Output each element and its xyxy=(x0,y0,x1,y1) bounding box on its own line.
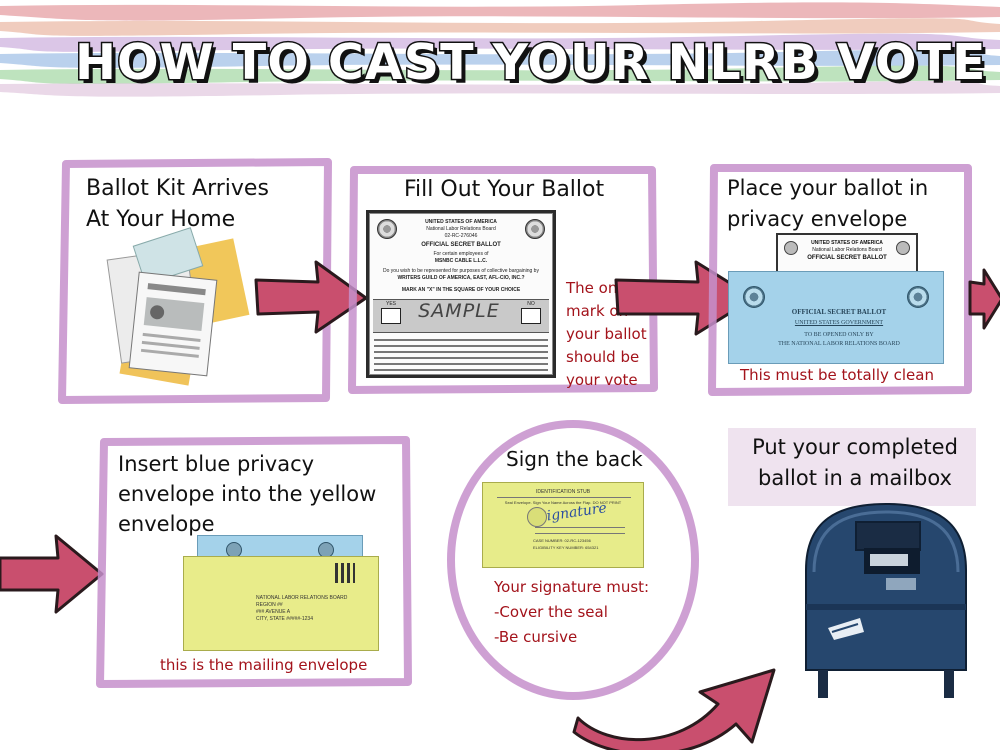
arrow-1-icon xyxy=(254,260,368,334)
step-3-label: Place your ballot in privacy envelope xyxy=(727,176,929,231)
ballot-seal-left-icon xyxy=(377,219,397,239)
curved-arrow-icon xyxy=(572,668,776,750)
step-4-note: this is the mailing envelope xyxy=(160,656,368,674)
step-2-label: Fill Out Your Ballot xyxy=(404,177,605,202)
step-3-note: This must be totally clean xyxy=(740,366,934,384)
arrow-3-icon xyxy=(968,268,1000,330)
ballot-yes-label: YES xyxy=(385,301,396,307)
ballot-seal-right-icon xyxy=(525,219,545,239)
step-5-note: Your signature must: -Cover the seal -Be… xyxy=(494,578,650,646)
step-2-note: The only mark on your ballot should be y… xyxy=(566,279,647,389)
page-title: HOW TO CAST YOUR NLRB VOTE xyxy=(74,33,988,93)
step-6-label-panel xyxy=(728,428,976,506)
step-1-label: Ballot Kit Arrives At Your Home xyxy=(86,176,269,232)
mailbox-image xyxy=(805,502,967,698)
mailing-envelope: NATIONAL LABOR RELATIONS BOARD REGION ##… xyxy=(183,556,379,651)
header-stripes xyxy=(0,2,1000,97)
ballot-yes-box xyxy=(381,308,401,324)
ballot-sample-watermark: SAMPLE xyxy=(418,300,500,322)
step-5-label: Sign the back xyxy=(506,447,643,471)
privacy-envelope: OFFICIAL SECRET BALLOT UNITED STATES GOV… xyxy=(728,271,944,364)
step-4-label: Insert blue privacy envelope into the ye… xyxy=(118,452,377,536)
postage-barcode-icon xyxy=(335,563,355,583)
ballot-no-label: NO xyxy=(527,301,535,307)
arrow-4-icon xyxy=(0,534,104,614)
sample-ballot: UNITED STATES OF AMERICA National Labor … xyxy=(366,210,556,378)
privacy-seal-left-icon xyxy=(743,286,765,308)
privacy-seal-right-icon xyxy=(907,286,929,308)
ballot-no-box xyxy=(521,308,541,324)
identification-stub-envelope: IDENTIFICATION STUB Seal Envelope. Sign … xyxy=(482,482,644,568)
step-6-label: Put your completed ballot in a mailbox xyxy=(752,435,958,490)
ballot-kit-image xyxy=(106,227,250,386)
ballot-choice-band xyxy=(373,299,549,333)
